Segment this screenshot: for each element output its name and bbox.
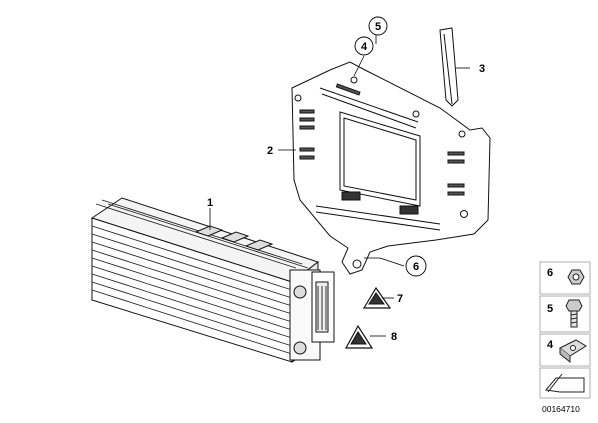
side-panel-item-5-label: 5 [547, 303, 553, 315]
side-panel-item-4: 4 [539, 333, 591, 367]
callout-5: 5 [368, 16, 388, 36]
callout-8-label: 8 [391, 331, 397, 343]
callout-1-label: 1 [207, 197, 213, 209]
callout-7: 7 [397, 293, 403, 305]
callout-1: 1 [207, 197, 213, 209]
hex-bolt-icon [565, 299, 583, 328]
callout-8: 8 [391, 331, 397, 343]
hex-nut-icon [567, 269, 585, 285]
shape-arrow-icon [539, 367, 591, 399]
callout-7-label: 7 [397, 293, 403, 305]
side-panel-item-4-label: 4 [547, 339, 554, 351]
amplifier-unit [90, 197, 335, 363]
mounting-bracket [291, 61, 491, 275]
connector-plug [311, 271, 335, 343]
clip-nut-icon [559, 339, 587, 364]
rubber-strip [439, 27, 459, 107]
label-triangle-8 [344, 324, 374, 349]
callout-4: 4 [354, 36, 374, 56]
side-panel-item-6: 6 [539, 261, 591, 295]
side-panel-item-5: 5 [539, 295, 591, 333]
callout-6-label: 6 [413, 261, 419, 273]
side-panel-item-6-label: 6 [547, 267, 553, 279]
callout-6: 6 [405, 255, 427, 277]
callout-2: 2 [267, 145, 273, 157]
callout-4-label: 4 [361, 41, 368, 53]
callout-3: 3 [479, 63, 485, 75]
callout-3-label: 3 [479, 63, 485, 75]
leader-lines [209, 35, 470, 337]
callout-2-label: 2 [267, 145, 273, 157]
catalog-number: 00164710 [542, 404, 580, 414]
callout-5-label: 5 [375, 21, 381, 33]
side-panel: 6 5 4 [539, 261, 591, 414]
